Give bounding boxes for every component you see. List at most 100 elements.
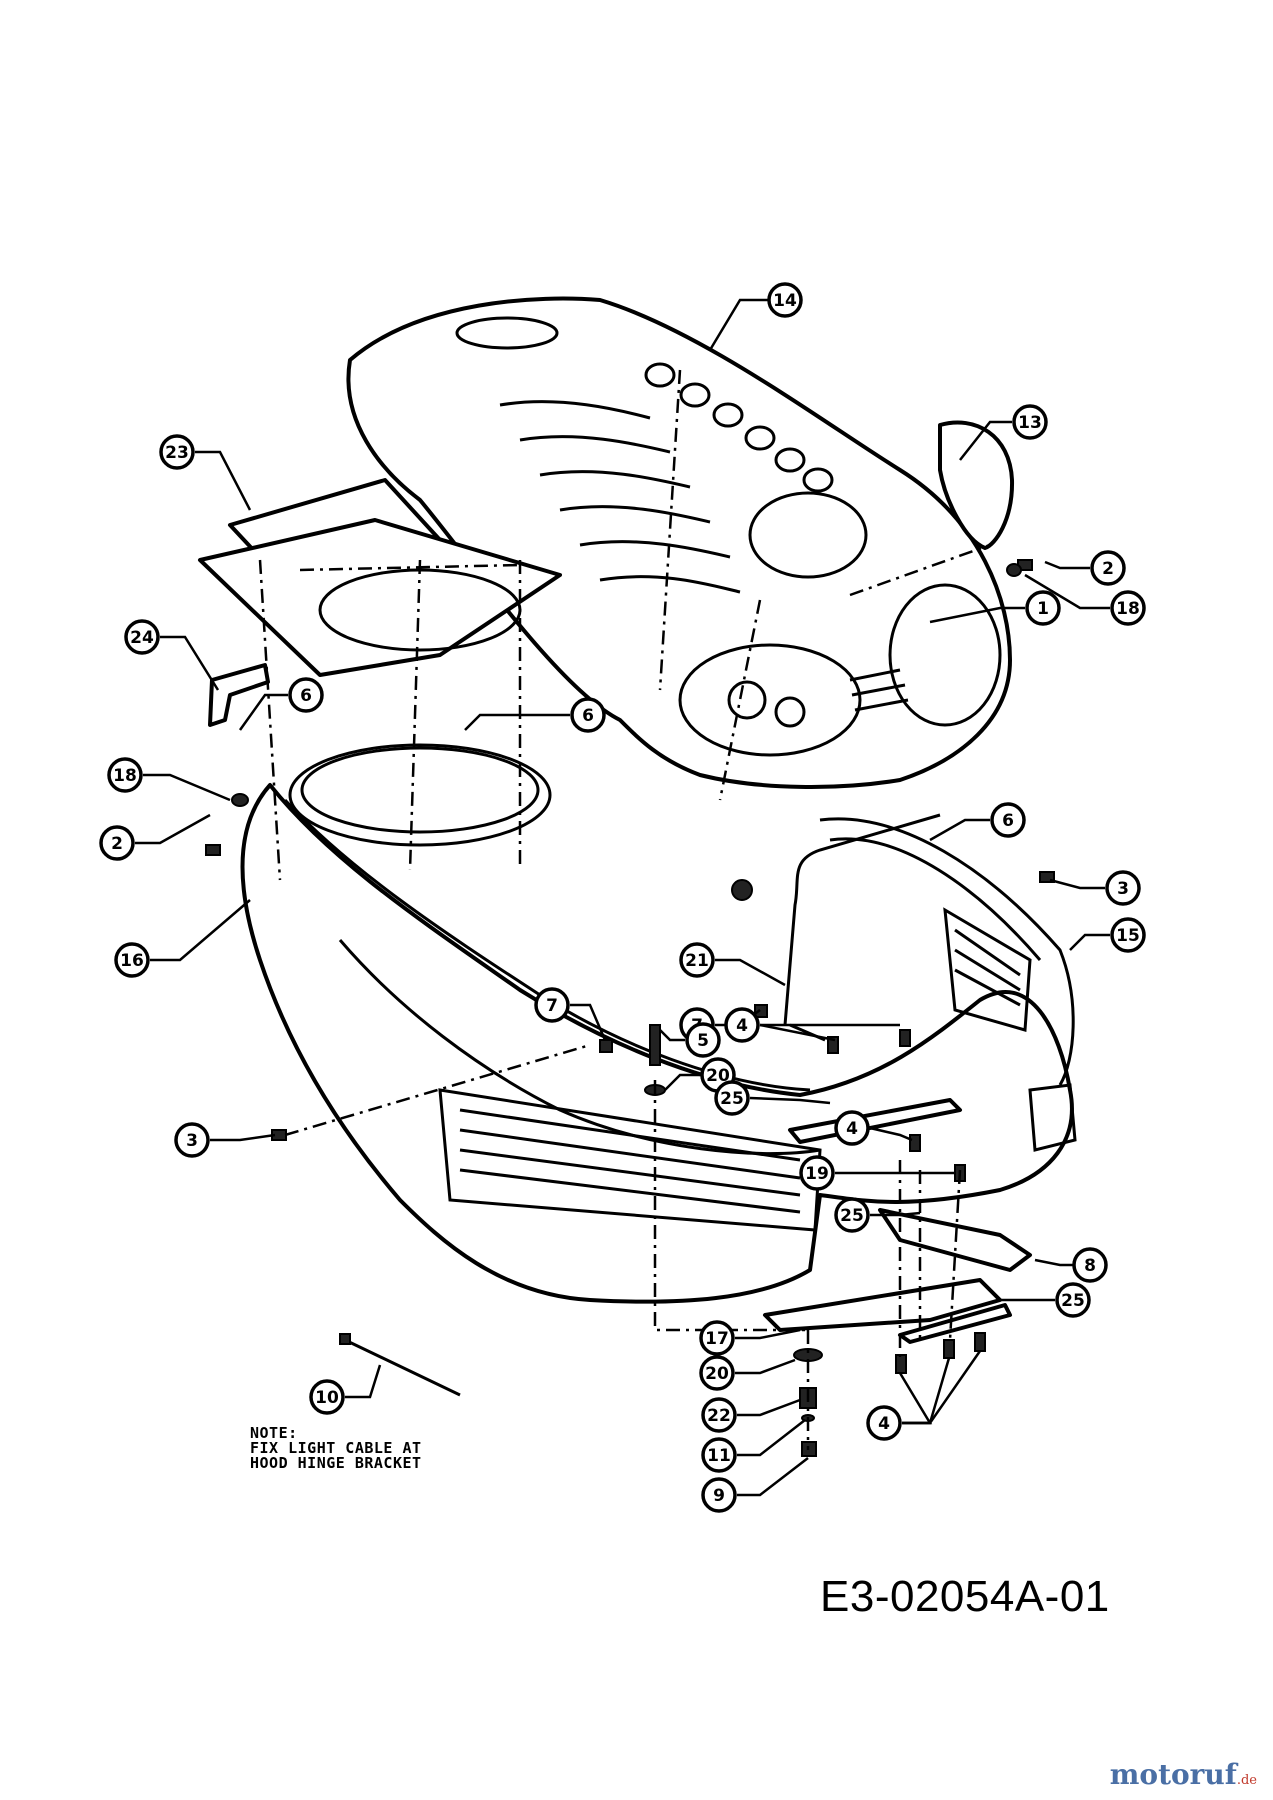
callout-6: 6 — [990, 802, 1026, 838]
watermark-tld: .de — [1236, 1773, 1257, 1788]
air-ring — [288, 743, 552, 847]
callout-number: 2 — [111, 834, 123, 854]
callout-circle — [990, 802, 1026, 838]
callout-3: 3 — [174, 1122, 210, 1158]
assembly-note: NOTE: FIX LIGHT CABLE AT HOOD HINGE BRAC… — [250, 1426, 422, 1471]
callout-number: 18 — [1116, 599, 1140, 619]
callout-21: 21 — [679, 942, 715, 978]
callout-10: 10 — [309, 1379, 345, 1415]
callout-circle — [1105, 870, 1141, 906]
callout-circle — [685, 1022, 721, 1058]
callout-circle — [288, 677, 324, 713]
callout-circle — [834, 1110, 870, 1146]
callout-number: 18 — [113, 766, 137, 786]
callout-circle — [114, 942, 150, 978]
callout-circle — [701, 1397, 737, 1433]
callout-16: 16 — [114, 942, 150, 978]
callout-number: 8 — [1084, 1256, 1096, 1276]
callout-number: 5 — [697, 1031, 709, 1051]
callout-number: 20 — [706, 1066, 730, 1086]
callout-6: 6 — [570, 697, 606, 733]
callout-2: 2 — [99, 825, 135, 861]
callout-number: 3 — [1117, 879, 1129, 899]
callout-25: 25 — [1055, 1282, 1091, 1318]
callout-number: 22 — [707, 1406, 731, 1426]
callout-number: 4 — [736, 1016, 748, 1036]
callout-number: 16 — [120, 951, 144, 971]
callout-number: 17 — [705, 1329, 729, 1349]
callout-group: 1413232181246618263162115774520253419258… — [99, 282, 1146, 1513]
callout-number: 19 — [805, 1164, 829, 1184]
callout-circle — [534, 987, 570, 1023]
callout-4: 4 — [866, 1405, 902, 1441]
callout-number: 9 — [713, 1486, 725, 1506]
callout-19: 19 — [799, 1155, 835, 1191]
leader-lines — [135, 298, 1110, 1497]
callout-circle — [107, 757, 143, 793]
callout-13: 13 — [1012, 404, 1048, 440]
note-line: HOOD HINGE BRACKET — [250, 1454, 422, 1472]
callout-9: 9 — [701, 1477, 737, 1513]
callout-circle — [699, 1320, 735, 1356]
callout-number: 14 — [773, 291, 797, 311]
callout-24: 24 — [124, 619, 160, 655]
callout-number: 21 — [685, 951, 709, 971]
callout-number: 13 — [1018, 413, 1042, 433]
callout-circle — [799, 1155, 835, 1191]
callout-23: 23 — [159, 434, 195, 470]
callout-number: 7 — [546, 996, 558, 1016]
callout-circle — [701, 1477, 737, 1513]
note-heading: NOTE: — [250, 1424, 298, 1442]
callout-circle — [1090, 550, 1126, 586]
callout-number: 25 — [840, 1206, 864, 1226]
callout-2: 2 — [1090, 550, 1126, 586]
callout-18: 18 — [1110, 590, 1146, 626]
callout-22: 22 — [701, 1397, 737, 1433]
callout-circle — [866, 1405, 902, 1441]
callout-4: 4 — [724, 1007, 760, 1043]
callout-number: 4 — [878, 1414, 890, 1434]
upper-hood-shell — [346, 296, 1012, 789]
callout-circle — [1025, 590, 1061, 626]
callout-number: 10 — [315, 1388, 339, 1408]
bracket — [208, 663, 270, 727]
callout-circle — [714, 1080, 750, 1116]
callout-circle — [159, 434, 195, 470]
callout-number: 1 — [1037, 599, 1049, 619]
callout-8: 8 — [1072, 1247, 1108, 1283]
callout-25: 25 — [714, 1080, 750, 1116]
heat-shield — [198, 478, 562, 677]
callout-number: 2 — [1102, 559, 1114, 579]
callout-circle — [124, 619, 160, 655]
callout-number: 15 — [1116, 926, 1140, 946]
callout-number: 24 — [130, 628, 154, 648]
callout-25: 25 — [834, 1197, 870, 1233]
callout-number: 25 — [1061, 1291, 1085, 1311]
callout-3: 3 — [1105, 870, 1141, 906]
callout-circle — [679, 942, 715, 978]
callout-circle — [699, 1355, 735, 1391]
watermark-name: motoruf — [1109, 1758, 1237, 1791]
callout-15: 15 — [1110, 917, 1146, 953]
callout-11: 11 — [701, 1437, 737, 1473]
callout-circle — [1110, 590, 1146, 626]
callout-circle — [570, 697, 606, 733]
callout-20: 20 — [699, 1355, 735, 1391]
figure-id: E3-02054A-01 — [820, 1572, 1110, 1621]
callout-circle — [1110, 917, 1146, 953]
callout-6: 6 — [288, 677, 324, 713]
callout-circle — [1012, 404, 1048, 440]
callout-circle — [99, 825, 135, 861]
callout-7: 7 — [534, 987, 570, 1023]
callout-4: 4 — [834, 1110, 870, 1146]
callout-14: 14 — [767, 282, 803, 318]
callout-circle — [309, 1379, 345, 1415]
callout-circle — [701, 1437, 737, 1473]
callout-number: 11 — [707, 1446, 731, 1466]
callout-number: 6 — [582, 706, 594, 726]
callout-number: 4 — [846, 1119, 858, 1139]
callout-5: 5 — [685, 1022, 721, 1058]
callout-circle — [724, 1007, 760, 1043]
callout-circle — [834, 1197, 870, 1233]
